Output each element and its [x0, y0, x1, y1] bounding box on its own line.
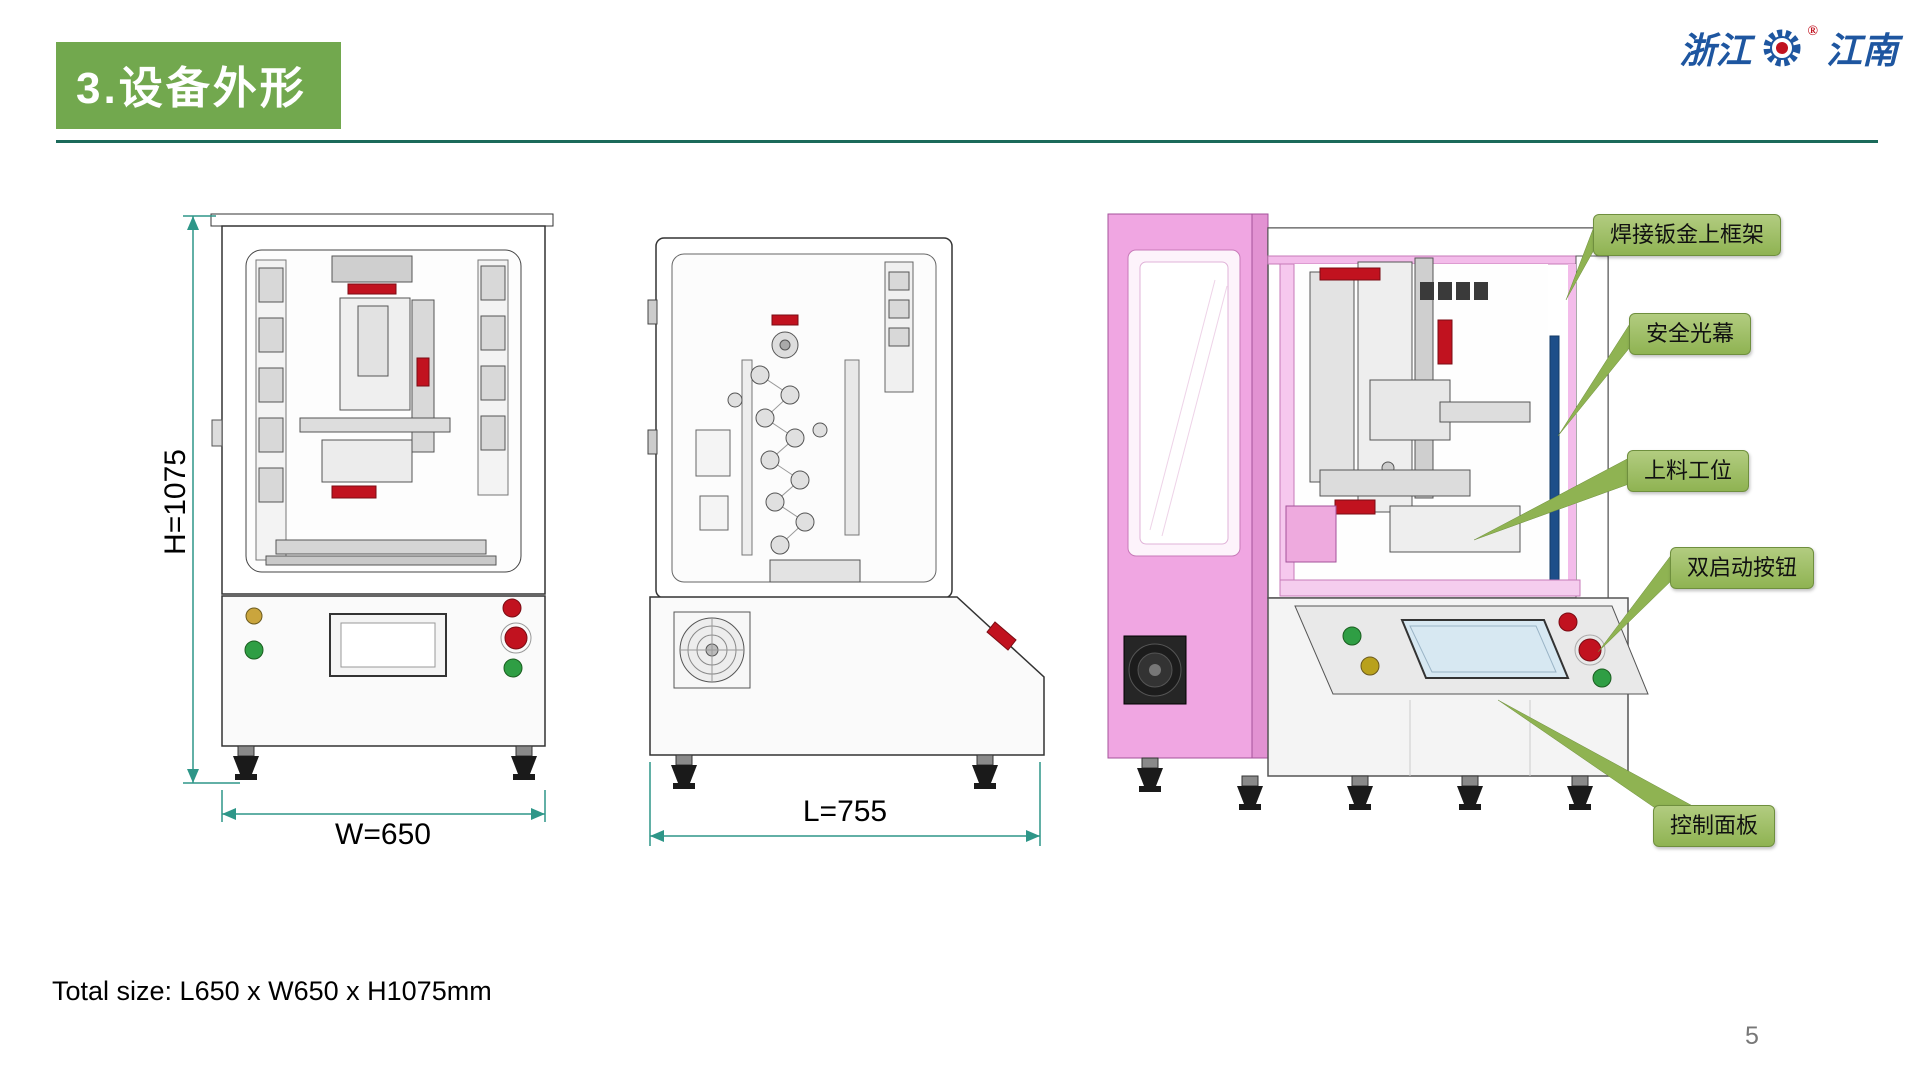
total-size-text: Total size: L650 x W650 x H1075mm — [52, 976, 492, 1006]
callout-control-panel: 控制面板 — [1653, 805, 1776, 847]
dimension-length-label: L=755 — [802, 795, 888, 828]
callout-safety-light-curtain: 安全光幕 — [1629, 313, 1752, 355]
dimension-width-label: W=650 — [335, 818, 431, 851]
dimension-lines — [183, 215, 1041, 846]
header-divider — [56, 140, 1878, 143]
iso-view-drawing — [1107, 213, 1649, 810]
logo-text-left: 浙江 — [1679, 31, 1752, 71]
company-logo: 浙江 ® 江南 — [1680, 22, 1899, 74]
callout-leaders — [1473, 223, 1701, 811]
front-view-drawing — [210, 213, 554, 780]
dimension-height-label: H=1075 — [159, 449, 192, 555]
gear-icon — [1763, 29, 1801, 67]
page-title: 3.设备外形 — [56, 42, 341, 129]
logo-text-right: 江南 — [1825, 31, 1898, 71]
callout-loading-station: 上料工位 — [1627, 450, 1750, 492]
side-view-drawing — [647, 237, 1045, 789]
callout-dual-start-buttons: 双启动按钮 — [1670, 547, 1815, 589]
registered-mark: ® — [1807, 24, 1818, 39]
callout-welded-frame: 焊接钣金上框架 — [1593, 214, 1782, 256]
page-number: 5 — [1745, 1022, 1759, 1050]
